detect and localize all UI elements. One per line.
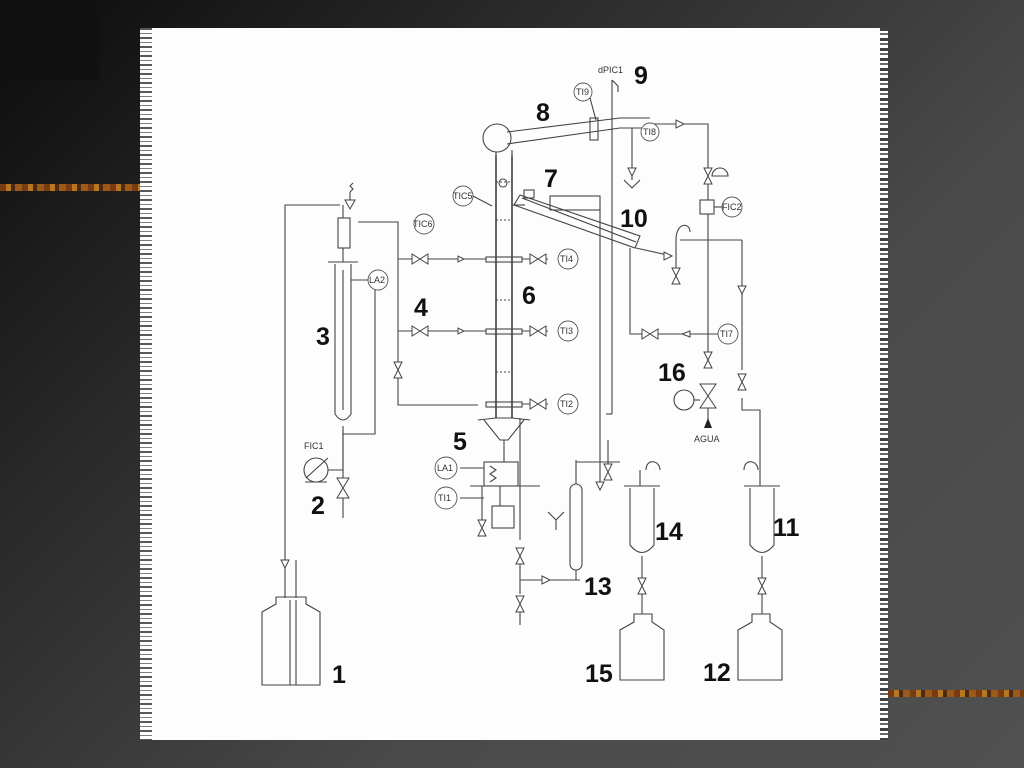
instrument-ti1: TI1 — [434, 486, 458, 510]
equipment-number-15: 15 — [585, 660, 613, 688]
equipment-number-13: 13 — [584, 573, 612, 601]
equipment-number-2: 2 — [311, 492, 325, 520]
instrument-ti3: TI3 — [557, 320, 579, 342]
background-corner — [0, 0, 100, 80]
label-agua: AGUA — [694, 434, 720, 444]
svg-text:dPIC1: dPIC1 — [598, 65, 623, 75]
equipment-number-9: 9 — [634, 62, 648, 90]
process-flow-diagram: dPIC1 TI9 TI8 FIC2 TIC5 TIC6 — [261, 62, 800, 689]
equipment-number-4: 4 — [414, 294, 428, 322]
svg-text:TI9: TI9 — [576, 87, 589, 97]
sampling-lines-4 — [393, 253, 548, 410]
instrument-ti9: TI9 — [573, 82, 597, 121]
diagram-page: dPIC1 TI9 TI8 FIC2 TIC5 TIC6 — [140, 28, 888, 740]
equipment-number-5: 5 — [453, 428, 467, 456]
cooling-water-16 — [673, 351, 717, 428]
instrument-la2: LA2 — [367, 269, 389, 291]
instrument-fic2: FIC2 — [714, 196, 743, 218]
decorative-stripe-right — [888, 690, 1024, 697]
receiver-14 — [624, 461, 661, 614]
scan-edge-left — [140, 28, 152, 740]
instrument-ti7: TI7 — [717, 323, 739, 345]
arrow-icon — [280, 559, 290, 570]
equipment-number-16: 16 — [658, 359, 686, 387]
equipment-number-11: 11 — [773, 514, 800, 542]
equipment-number-3: 3 — [316, 323, 330, 351]
instrument-ti4: TI4 — [557, 248, 579, 270]
cooler-13 — [520, 460, 620, 585]
product-bottle-12 — [737, 613, 783, 681]
svg-text:FIC2: FIC2 — [722, 202, 742, 212]
equipment-number-7: 7 — [544, 165, 558, 193]
svg-text:TIC6: TIC6 — [413, 219, 433, 229]
feed-line — [284, 204, 340, 598]
instrument-dpic1: dPIC1 — [598, 65, 623, 92]
svg-text:TIC5: TIC5 — [453, 191, 473, 201]
instrument-la1: LA1 — [434, 456, 458, 480]
equipment-number-14: 14 — [655, 518, 683, 546]
svg-text:LA2: LA2 — [369, 275, 385, 285]
equipment-number-6: 6 — [522, 282, 536, 310]
relief-valve-icon — [344, 199, 356, 211]
equipment-number-8: 8 — [536, 99, 550, 127]
control-valve-actuator-icon — [711, 167, 729, 177]
instrument-tic5: TIC5 — [452, 178, 535, 207]
instrument-ti8: TI8 — [640, 122, 660, 142]
equipment-number-1: 1 — [332, 661, 346, 689]
condenser-8 — [482, 117, 650, 158]
svg-text:AGUA: AGUA — [694, 434, 720, 444]
svg-text:TI4: TI4 — [560, 254, 573, 264]
feed-bottle-1 — [261, 596, 321, 686]
instrument-fic1: FIC1 — [304, 441, 324, 451]
svg-text:TI8: TI8 — [643, 127, 656, 137]
column-6 — [485, 155, 523, 418]
svg-text:FIC1: FIC1 — [304, 441, 324, 451]
instrument-tic6: TIC6 — [413, 213, 435, 235]
svg-text:TI7: TI7 — [720, 329, 733, 339]
reboiler-5 — [460, 417, 540, 537]
bottoms-bottle-15 — [619, 613, 665, 681]
valve-icon — [336, 477, 350, 499]
receiver-11 — [743, 461, 780, 614]
decorative-stripe-left — [0, 184, 140, 191]
pump-2 — [303, 457, 329, 483]
cooler-7 — [512, 194, 641, 249]
svg-text:TI3: TI3 — [560, 326, 573, 336]
svg-text:TI2: TI2 — [560, 399, 573, 409]
equipment-number-10: 10 — [620, 205, 648, 233]
scan-edge-right — [880, 28, 888, 740]
instrument-ti2: TI2 — [557, 393, 579, 415]
equipment-number-12: 12 — [703, 659, 731, 687]
svg-text:TI1: TI1 — [438, 493, 451, 503]
svg-text:LA1: LA1 — [437, 463, 453, 473]
preheater-3 — [328, 182, 358, 421]
